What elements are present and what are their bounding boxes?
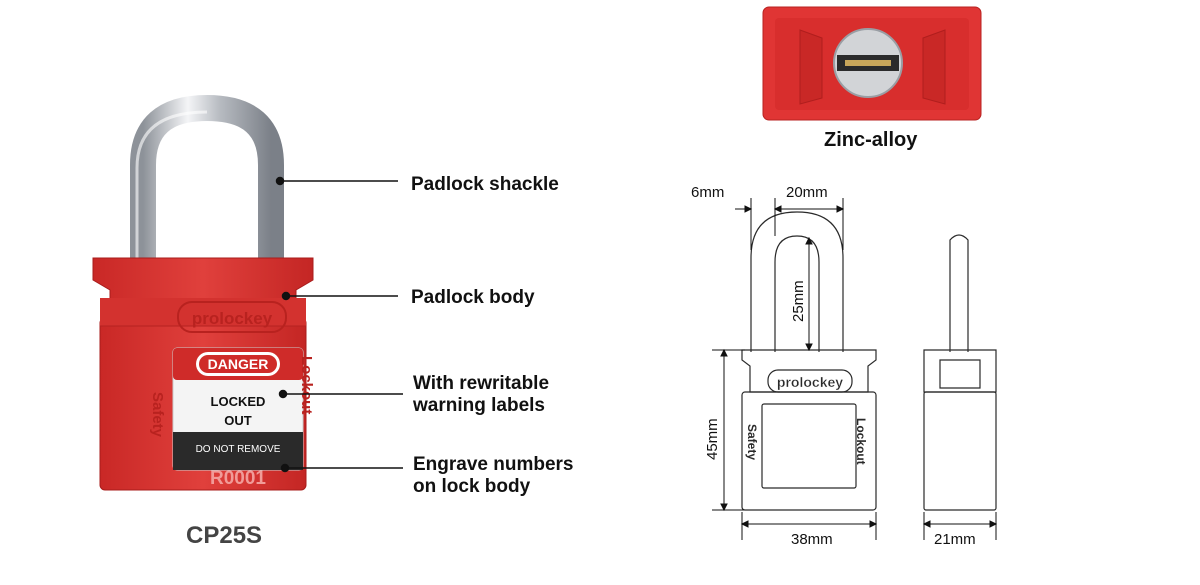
drawing-side-right: Lockout bbox=[854, 418, 868, 465]
model-name: CP25S bbox=[186, 522, 263, 549]
front-view-drawing bbox=[741, 211, 877, 511]
drawing-side-left: Safety bbox=[745, 424, 759, 460]
emboss-safety: Safety bbox=[149, 392, 166, 438]
brand-emboss: prolockey bbox=[192, 309, 273, 328]
dim-shackle-diameter: 6mm bbox=[691, 184, 725, 201]
callout-padlock-shackle: Padlock shackle bbox=[411, 174, 559, 195]
callout-engrave-line2: on lock body bbox=[413, 476, 531, 497]
material-label: Zinc-alloy bbox=[824, 129, 918, 151]
dimension-lines bbox=[712, 198, 998, 540]
side-view-drawing bbox=[923, 234, 997, 511]
dim-shackle-width: 20mm bbox=[786, 184, 828, 201]
dim-shackle-height: 25mm bbox=[790, 280, 807, 322]
label-line2: OUT bbox=[224, 413, 252, 428]
emboss-lockout: Lockout bbox=[298, 356, 315, 414]
dim-body-width: 38mm bbox=[791, 531, 833, 548]
label-footer: DO NOT REMOVE bbox=[196, 444, 281, 455]
callout-padlock-body: Padlock body bbox=[411, 287, 535, 308]
callout-labels-line2: warning labels bbox=[413, 395, 545, 416]
engraved-number: R0001 bbox=[210, 468, 266, 489]
label-line1: LOCKED bbox=[211, 394, 266, 409]
dim-body-depth: 21mm bbox=[934, 531, 976, 548]
padlock-shackle bbox=[130, 94, 284, 265]
callout-leaders bbox=[275, 176, 403, 473]
callout-engrave-line1: Engrave numbers bbox=[413, 454, 574, 475]
dim-body-height: 45mm bbox=[704, 418, 721, 460]
zinc-alloy-photo bbox=[762, 6, 982, 121]
drawing-brand: prolockey bbox=[777, 374, 843, 390]
warning-label: DANGER LOCKED OUT DO NOT REMOVE bbox=[172, 347, 304, 471]
callout-labels-line1: With rewritable bbox=[413, 373, 550, 394]
label-danger: DANGER bbox=[208, 356, 269, 372]
